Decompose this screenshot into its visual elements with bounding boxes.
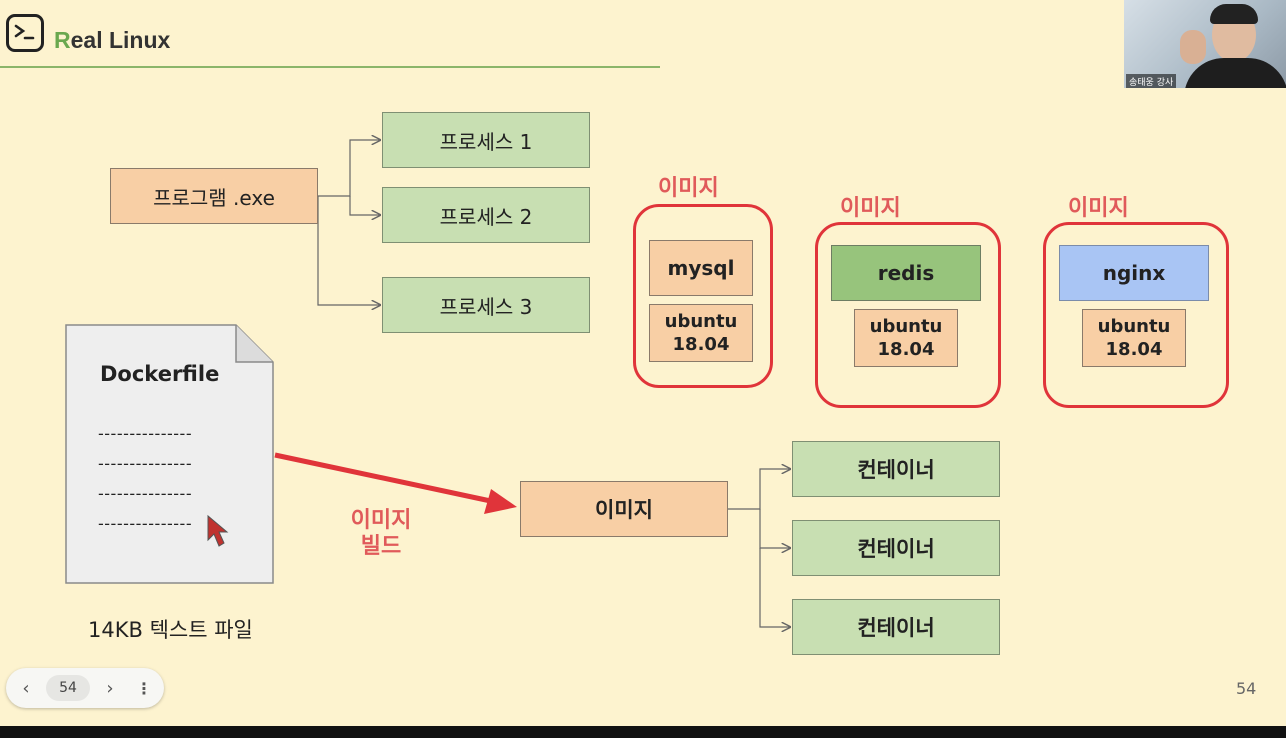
image-group-1-title: 이미지	[658, 176, 719, 201]
container-box-3: 컨테이너	[792, 599, 1000, 655]
base-os-2: ubuntu	[869, 315, 943, 337]
terminal-icon	[6, 14, 44, 52]
webcam-caption: 송태웅 강사	[1126, 74, 1177, 88]
dockerfile-caption: 14KB 텍스트 파일	[88, 618, 253, 642]
dockerfile-line-3: ---------------	[98, 484, 193, 503]
base-version-2: 18.04	[877, 339, 935, 360]
app-title: Real Linux	[54, 27, 170, 54]
image-group-2	[815, 222, 1001, 408]
base-version-3: 18.04	[1105, 339, 1163, 360]
slide-number: 54	[1236, 679, 1257, 698]
image-group-3-title: 이미지	[1068, 196, 1129, 221]
image-base-1: ubuntu 18.04	[649, 304, 753, 362]
page-number-field[interactable]: 54	[46, 675, 90, 701]
image-base-2: ubuntu 18.04	[854, 309, 958, 367]
process-box-1: 프로세스 1	[382, 112, 590, 168]
process-box-2: 프로세스 2	[382, 187, 590, 243]
image-app-nginx: nginx	[1059, 245, 1209, 301]
process-box-3: 프로세스 3	[382, 277, 590, 333]
more-vertical-icon[interactable]: ⋮	[136, 678, 152, 698]
title-first-letter: R	[54, 27, 71, 53]
container-box-1: 컨테이너	[792, 441, 1000, 497]
container-box-2: 컨테이너	[792, 520, 1000, 576]
base-version-1: 18.04	[672, 334, 730, 355]
webcam-video: 송태웅 강사	[1124, 0, 1286, 88]
image-group-2-title: 이미지	[840, 196, 901, 221]
image-base-3: ubuntu 18.04	[1082, 309, 1186, 367]
built-image-box: 이미지	[520, 481, 728, 537]
image-app-redis: redis	[831, 245, 981, 301]
build-label: 이미지 빌드	[338, 508, 424, 561]
image-group-1	[633, 204, 773, 388]
dockerfile-line-2: ---------------	[98, 454, 193, 473]
presenter-hand	[1180, 30, 1206, 64]
dockerfile-line-4: ---------------	[98, 514, 193, 533]
dockerfile-title: Dockerfile	[100, 362, 220, 386]
bottom-bar	[0, 726, 1286, 738]
program-box: 프로그램 .exe	[110, 168, 318, 224]
base-os-3: ubuntu	[1097, 315, 1171, 337]
build-label-line1: 이미지	[350, 508, 412, 533]
presenter-hair	[1210, 4, 1258, 24]
base-os-1: ubuntu	[664, 310, 738, 332]
chevron-right-icon[interactable]: ›	[106, 677, 114, 699]
chevron-left-icon[interactable]: ‹	[22, 677, 30, 699]
image-app-mysql: mysql	[649, 240, 753, 296]
title-rest: eal Linux	[70, 27, 171, 53]
build-label-line2: 빌드	[360, 534, 402, 560]
dockerfile-line-1: ---------------	[98, 424, 193, 443]
image-group-3	[1043, 222, 1229, 408]
